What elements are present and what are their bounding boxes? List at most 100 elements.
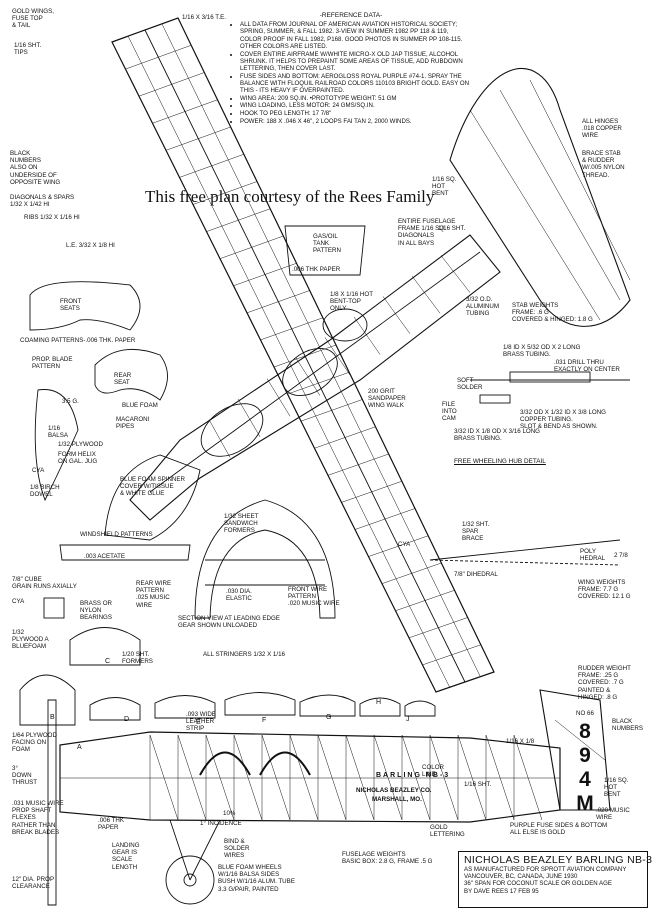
plan-label-laminated: 1/32 SHEET SANDWICH FORMERS [224, 513, 259, 535]
reference-heading: -REFERENCE DATA- [319, 12, 383, 19]
plan-label-rear-seat: REAR SEAT [114, 372, 132, 387]
plan-label-landing-gear: LANDING GEAR IS SCALE LENGTH [112, 842, 140, 871]
plan-label-gas-tank: GAS/OIL TANK PATTERN [313, 233, 341, 255]
plan-label-sq-hot-bent2: 1/16 SQ. HOT BENT [604, 777, 629, 799]
plan-label-thk-paper2: .006 THK PAPER [98, 817, 125, 832]
plan-label-copper-tubing: 3/32 OD x 1/32 ID x 3/8 LONG COPPER TUBI… [520, 409, 606, 431]
plan-label-ribs: RIBS 1/32 x 1/16 HI [24, 214, 80, 221]
former-label-a: A [77, 744, 82, 751]
former-label-f: F [262, 717, 267, 724]
plan-label-entire-fuse: ENTIRE FUSELAGE FRAME 1/16 SQ. DIAGONALS… [398, 218, 456, 247]
reference-item: POWER: 188 x .046 x 46", 2 LOOPS FAI TAN… [240, 118, 470, 125]
former-label-b: B [50, 714, 55, 721]
plan-label-sht-tips: 1/16 SHT. TIPS [14, 42, 42, 57]
plan-label-acetate: .003 ACETATE [84, 553, 126, 560]
plan-label-helix: FORM HELIX ON GAL. JUG [58, 451, 98, 466]
former-label-h: H [376, 699, 382, 706]
former-label-g: G [326, 714, 332, 721]
plan-label-rudder-weight: RUDDER WEIGHT FRAME: .25 G COVERED: .7 G… [578, 665, 631, 701]
plan-label-brass-tubing1: 1/8 ID x 5/32 OD x 2 LONG BRASS TUBING. [503, 344, 581, 359]
former-label-d: D [124, 716, 130, 723]
front-seats-pattern [29, 281, 141, 331]
plan-label-bearings: BRASS OR NYLON BEARINGS [80, 600, 112, 622]
reference-item: WING AREA: 209 SQ.IN. •PROTOTYPE WEIGHT:… [240, 95, 470, 102]
plan-label-front-wire: FRONT WIRE PATTERN .020 MUSIC WIRE [288, 586, 340, 608]
fuselage-side-view [59, 689, 611, 823]
plan-label-file-cam: FILE INTO CAM [442, 401, 457, 423]
former-sections [19, 627, 436, 726]
registration-digit: M [576, 792, 594, 815]
title-line: BY DAVE REES 17 FEB 95 [464, 887, 539, 895]
fuselage-top-view [129, 234, 501, 521]
stabilizer-top-view [449, 68, 631, 327]
plan-label-bent-top: 1/8 x 1/16 HOT BENT-TOP ONLY [330, 291, 373, 313]
plan-label-coaming: COAMING PATTERNS-.006 THK. PAPER [20, 337, 136, 344]
plan-label-wheels: BLUE FOAM WHEELS W/1/16 BALSA SIDES BUSH… [218, 864, 295, 893]
plan-label-sht-1-16b: 1/16 SHT. [464, 781, 492, 788]
registration-digit: 4 [579, 768, 591, 791]
title-block: NICHOLAS BEAZLEY BARLING NB-3 AS MANUFAC… [458, 851, 653, 908]
plan-label-cya2: CYA [12, 598, 25, 605]
plan-label-plywood-a: 1/32 PLYWOOD A BLUEFOAM [12, 629, 49, 651]
plan-label-diagonals-spars: DIAGONALS & SPARS 1/32 x 1/42 HI [10, 194, 75, 209]
plan-title: NICHOLAS BEAZLEY BARLING NB-3 [464, 854, 653, 866]
plan-label-cube: 7/8" CUBE GRAIN RUNS AXIALLY [12, 576, 77, 591]
former-label-c: C [105, 658, 111, 665]
plan-label-city: MARSHALL, MO. [372, 796, 422, 803]
free-wheeling-title: FREE WHEELING HUB DETAIL [454, 458, 546, 465]
reference-list: ALL DATA FROM JOURNAL OF AMERICAN AVIATI… [232, 21, 470, 125]
reference-item: HOOK TO PEG LENGTH: 17 7/8" [240, 110, 470, 117]
reference-item: WING LOADING, LESS MOTOR: 24 GMS/SQ.IN. [240, 102, 470, 109]
plan-label-brace-stab: BRACE STAB & RUDDER W/.005 NYLON THREAD. [582, 150, 625, 179]
plan-label-sq-hot-bent: 1/16 SQ. HOT BENT [432, 176, 457, 198]
plan-label-leather: .093 WIDE LEATHER STRIP [186, 711, 216, 733]
gas-tank-pattern [284, 225, 366, 276]
registration-numbers: 8 9 4 M [574, 720, 596, 816]
plan-label-sht-x18: 1/16 x 1/8 [506, 738, 535, 745]
title-line: AS MANUFACTURED FOR SPROTT AVIATION COMP… [464, 866, 627, 873]
plan-label-sandpaper: 200 GRIT SANDPAPER WING WALK [368, 388, 406, 410]
reference-item: ALL DATA FROM JOURNAL OF AMERICAN AVIATI… [240, 21, 470, 50]
plan-label-le: L.E. 3/32 x 1/8 HI [66, 242, 115, 249]
plan-label-soft-solder: SOFT SOLDER [457, 377, 483, 392]
rear-seat-pattern [94, 348, 168, 401]
plan-label-balsa: 1/16 BALSA [48, 425, 68, 440]
plan-label-gold-lettering: GOLD LETTERING [430, 824, 465, 839]
plan-label-no66: NO 66 [576, 710, 594, 717]
plan-label-macaroni: MACARONI PIPES [116, 416, 150, 431]
plan-label-black-numbers2: BLACK NUMBERS [612, 718, 643, 733]
plan-label-blue-foam: BLUE FOAM [122, 402, 158, 409]
former-label-e: E [196, 719, 201, 726]
plan-label-stringers: ALL STRINGERS 1/32 x 1/16 [203, 651, 285, 658]
plan-label-thk-paper: .006 THK PAPER [292, 266, 341, 273]
plan-label-cya1: CYA [32, 467, 45, 474]
registration-digit: 9 [579, 744, 591, 767]
plan-label-poly-val: 2 7/8 [614, 552, 628, 559]
plan-label-black-numbers: BLACK NUMBERS ALSO ON UNDERSIDE OF OPPOS… [10, 150, 61, 186]
plan-label-wing-weights: WING WEIGHTS FRAME: 7.7 G COVERED: 12.1 … [578, 579, 631, 601]
plan-label-rear-wire: REAR WIRE PATTERN .025 MUSIC WIRE [136, 580, 172, 609]
plan-label-windshield: WINDSHIELD PATTERNS [80, 531, 153, 538]
reference-item: FUSE SIDES AND BOTTOM: AEROGLOSS ROYAL P… [240, 73, 470, 95]
plan-label-incidence: 1° INCIDENCE [200, 820, 242, 827]
plan-label-gold-wings: GOLD WINGS, FUSE TOP & TAIL [12, 8, 54, 30]
plan-label-fuse-weights: FUSELAGE WEIGHTS BASIC BOX: 2.8 G, FRAME… [342, 851, 433, 866]
plan-label-barling: BARLING NB-3 [376, 772, 451, 779]
plan-label-purple-fuse: PURPLE FUSE SIDES & BOTTOM ALL ELSE IS G… [510, 822, 608, 837]
wing-top-view [111, 17, 495, 693]
plan-label-prop-clearance: 12" DIA. PROP CLEARANCE [12, 876, 55, 891]
plan-label-company: NICHOLAS BEAZLEY CO. [356, 787, 432, 794]
plan-label-stab-weights: STAB WEIGHTS FRAME: .6 G COVERED & HINGE… [512, 302, 593, 324]
plan-label-prop-shaft: .031 MUSIC WIRE PROP SHAFT FLEXES RATHER… [12, 800, 64, 836]
title-line: VANCOUVER, BC, CANADA, JUNE 1930 [464, 873, 578, 881]
section-view [194, 499, 336, 619]
former-label-j: J [406, 716, 410, 723]
title-line: 36" SPAN FOR COCONUT SCALE OR GOLDEN AGE [464, 880, 612, 888]
plan-label-sht-formers: 1/20 SHT. FORMERS [122, 651, 153, 666]
plan-label-elastic: .030 DIA. ELASTIC [226, 588, 252, 603]
plan-label-sht-1-16: 1/16 SHT. [438, 225, 466, 232]
plan-label-poly: POLY HEDRAL [580, 548, 606, 563]
spinner [104, 454, 201, 541]
plan-label-drill-thru: .031 DRILL THRU EXACTLY ON CENTER [554, 359, 620, 374]
plan-label-front-seats: FRONT SEATS [60, 298, 82, 313]
